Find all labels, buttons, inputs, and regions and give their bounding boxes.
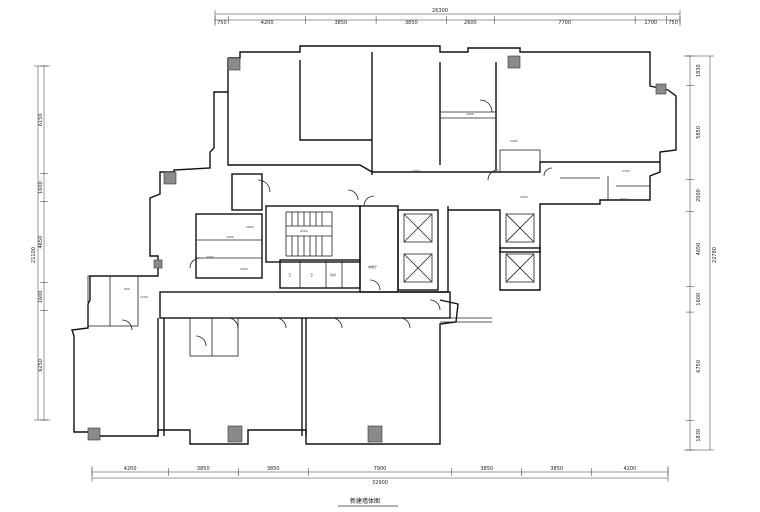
top-segment-dims: 750 4200 3850 3850 2600 7700 1700 750: [214, 16, 681, 26]
segment-dim: 6750: [696, 360, 702, 373]
column: [655, 83, 667, 95]
interior-dimension-labels: 2400 2400 2300 3000 2000 1200 900 2400 2750 1500 4…: [124, 112, 630, 299]
segment-dim: 4650: [696, 243, 702, 256]
interior-dim: 900: [124, 287, 130, 291]
exterior-walls: [71, 45, 677, 445]
segment-dim: 2600: [464, 20, 477, 26]
interior-dim: 1200: [140, 295, 148, 299]
room-label-a: 卫: [288, 273, 291, 277]
column: [227, 425, 243, 443]
segment-dim: 4200: [124, 466, 137, 472]
column: [507, 55, 521, 69]
interior-walls-top: [227, 52, 660, 200]
stair-dim-label: 2500: [300, 229, 308, 233]
interior-dim: 2400: [466, 112, 474, 116]
segment-dim: 1830: [696, 64, 702, 77]
column: [163, 171, 177, 185]
segment-dim: 1600: [696, 293, 702, 306]
lift-shaft-2: [403, 253, 433, 283]
bottom-dimension-chain: 32900 4200 3850 3850 7900 3850 3850 4200: [91, 466, 669, 486]
segment-dim: 3850: [480, 466, 493, 472]
segment-dim: 4200: [623, 466, 636, 472]
column: [227, 57, 241, 71]
core-block: 卫 卫 管井 电梯厅: [231, 173, 541, 293]
lift-shaft-4: [505, 253, 535, 283]
right-dimension-chain: 22780 1830 5850 2000 4650 1600 6750 1830: [684, 55, 718, 451]
left-rooms: [87, 213, 263, 327]
bottom-rooms: [157, 317, 307, 436]
column: [87, 427, 101, 441]
segment-dim: 3850: [197, 466, 210, 472]
segment-dim: 3850: [267, 466, 280, 472]
right-total-dim: 22780: [712, 247, 718, 263]
interior-dim: 1500: [520, 195, 528, 199]
segment-dim: 6150: [38, 113, 44, 126]
top-total-dim: 26300: [432, 8, 448, 14]
drawing-title-block: 新建墙体图: [338, 497, 398, 507]
interior-dim: 2400: [510, 139, 518, 143]
column: [367, 425, 383, 443]
interior-dim: 2750: [622, 169, 630, 173]
segment-dim: 3850: [405, 20, 418, 26]
segment-dim: 4200: [261, 20, 274, 26]
corridor: [159, 291, 492, 323]
segment-dim: 2000: [696, 189, 702, 202]
segment-dim: 6250: [38, 359, 44, 372]
top-dimension-chain: 26300 750 4200 3850 3850 2600 7700 1700 750: [214, 8, 681, 26]
interior-dim: 4000: [620, 197, 628, 201]
segment-dim: 5850: [696, 126, 702, 139]
right-segment-dims: 1830 5850 2000 4650 1600 6750 1830: [686, 55, 702, 451]
bottom-segment-dims: 4200 3850 3850 7900 3850 3850 4200: [91, 466, 669, 476]
interior-dim: 3000: [246, 225, 254, 229]
segment-dim: 7700: [558, 20, 571, 26]
interior-dim: 2300: [226, 235, 234, 239]
left-dimension-chain: 21100 6150 1600 4650 1600 6250: [31, 65, 50, 421]
columns: [87, 55, 667, 443]
segment-dim: 1600: [38, 181, 44, 194]
segment-dim: 750: [217, 20, 227, 26]
segment-dim: 3850: [334, 20, 347, 26]
segment-dim: 1600: [38, 290, 44, 303]
door-swings: [121, 99, 553, 347]
bottom-total-dim: 32900: [372, 480, 388, 486]
room-label-c: 管井: [330, 272, 336, 277]
room-label-b: 卫: [310, 273, 313, 277]
left-segment-dims: 6150 1600 4650 1600 6250: [38, 65, 48, 421]
left-total-dim: 21100: [31, 247, 37, 263]
segment-dim: 750: [668, 20, 678, 26]
segment-dim: 7900: [374, 466, 387, 472]
room-label-lift-hall: 电梯厅: [368, 264, 377, 269]
lift-shaft-1: [403, 213, 433, 243]
column: [153, 259, 163, 269]
lift-shaft-3: [505, 213, 535, 243]
stair: [285, 211, 333, 257]
segment-dim: 3850: [550, 466, 563, 472]
segment-dim: 1700: [644, 20, 657, 26]
interior-dim: 2000: [206, 255, 214, 259]
drawing-title: 新建墙体图: [350, 497, 380, 505]
segment-dim: 4650: [38, 236, 44, 249]
segment-dim: 1830: [696, 429, 702, 442]
interior-dim: 2400: [240, 267, 248, 271]
interior-dim: 2750: [412, 169, 420, 173]
